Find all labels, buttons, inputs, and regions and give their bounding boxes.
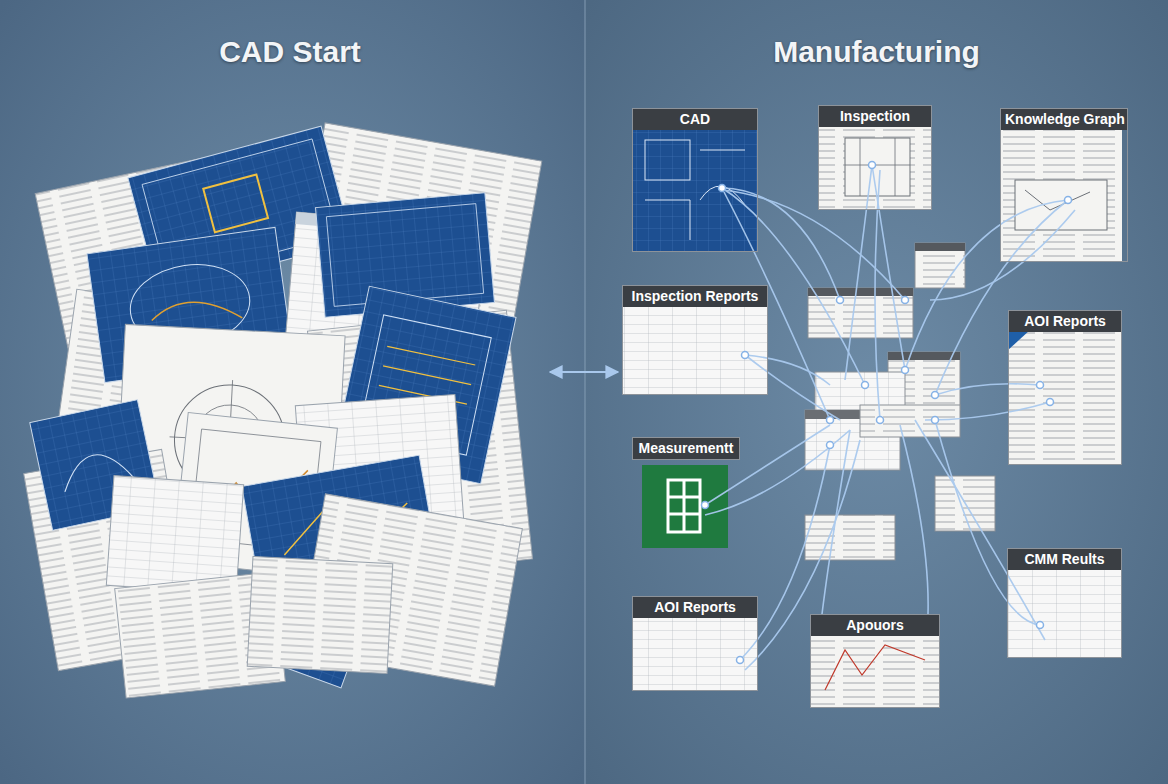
blueprint-frame bbox=[326, 204, 483, 307]
hub-line bbox=[935, 420, 1040, 625]
hub-dot bbox=[1047, 399, 1054, 406]
label-holder: Manufacturing bbox=[585, 34, 1168, 70]
hub-line bbox=[845, 165, 872, 380]
hub-dot bbox=[719, 185, 726, 192]
small-document bbox=[805, 515, 895, 560]
document-card: AOI Reports bbox=[1008, 310, 1122, 465]
aoi-corner-mark bbox=[1008, 330, 1030, 350]
knowledge-card-body bbox=[1000, 108, 1122, 262]
cad-card-body bbox=[632, 108, 758, 252]
hub-dot bbox=[869, 162, 876, 169]
apouors-card-body bbox=[810, 614, 940, 708]
card-title: CMM Reults bbox=[1008, 549, 1121, 570]
blueprint-drawing bbox=[203, 175, 268, 233]
small-document-header bbox=[888, 352, 960, 360]
small-document bbox=[860, 405, 960, 437]
aoi-card-body bbox=[1008, 310, 1122, 465]
aoi-card-body bbox=[632, 596, 758, 691]
hub-dot bbox=[827, 442, 834, 449]
document-pile: CAD Start bbox=[34, 120, 546, 700]
paper-sheet bbox=[106, 476, 243, 595]
hub-line bbox=[745, 355, 830, 385]
inspection-reports-body bbox=[622, 285, 768, 395]
document-card: Measurementt bbox=[632, 437, 740, 460]
small-document bbox=[808, 288, 913, 338]
spreadsheet-icon bbox=[642, 465, 728, 548]
hub-dot bbox=[902, 367, 909, 374]
hub-dot bbox=[932, 417, 939, 424]
document-card: Apouors bbox=[810, 614, 940, 708]
hub-lines bbox=[705, 165, 1075, 670]
inspection-drawing bbox=[845, 138, 910, 196]
card-title: AOI Reports bbox=[633, 597, 757, 618]
card-title: CAD bbox=[633, 109, 757, 130]
card-title: AOI Reports bbox=[1009, 311, 1121, 332]
hub-dot bbox=[737, 657, 744, 664]
hub-dot bbox=[702, 502, 709, 509]
chart-drawing bbox=[825, 645, 925, 690]
left-panel bbox=[0, 0, 585, 784]
hub-dot bbox=[862, 382, 869, 389]
paper-sheet bbox=[247, 556, 393, 673]
connector-arrow bbox=[550, 371, 618, 373]
hub-dot bbox=[1037, 382, 1044, 389]
hub-dot bbox=[837, 297, 844, 304]
section-heading: CAD Start bbox=[34, 34, 546, 70]
hub-line bbox=[872, 165, 905, 370]
right-panel bbox=[585, 0, 1168, 784]
hub-line bbox=[900, 425, 928, 614]
hub-dot bbox=[1037, 622, 1044, 629]
document-card: AOI Reports bbox=[632, 596, 758, 691]
document-pile bbox=[24, 123, 542, 698]
inspection-drawing bbox=[845, 138, 910, 196]
table-sheet bbox=[106, 476, 243, 595]
document-card: Inspection Reports bbox=[622, 285, 768, 395]
card-title: Measurementt bbox=[633, 438, 739, 459]
hub-dots bbox=[702, 162, 1072, 664]
paper-sheet bbox=[247, 556, 393, 673]
document-card: CAD bbox=[632, 108, 758, 252]
small-document-header bbox=[915, 243, 965, 251]
hub-line bbox=[875, 170, 880, 420]
blueprint-drawing bbox=[150, 295, 242, 330]
document-card: CMM Reults bbox=[1007, 548, 1122, 658]
hub-line bbox=[745, 355, 840, 420]
card-title: Knowledge Graph bbox=[1001, 109, 1127, 130]
spreadsheet-icon bbox=[668, 480, 700, 532]
cad-drawing bbox=[645, 150, 745, 240]
document-card: Knowledge Graph bbox=[1000, 108, 1128, 262]
inspection-card-body bbox=[818, 105, 932, 210]
hub-dot bbox=[902, 297, 909, 304]
hub-dot bbox=[827, 417, 834, 424]
hub-line bbox=[935, 384, 1040, 395]
blueprint-drawing bbox=[379, 346, 475, 404]
cad-drawing bbox=[645, 140, 690, 180]
card-bodies bbox=[622, 105, 1122, 708]
card-title: Apouors bbox=[811, 615, 939, 636]
hub-dot bbox=[742, 352, 749, 359]
hub-dot bbox=[877, 417, 884, 424]
hub-dot bbox=[932, 392, 939, 399]
divider-line bbox=[584, 0, 586, 784]
document-card: Inspection bbox=[818, 105, 932, 210]
hub-line bbox=[925, 402, 1050, 420]
section-heading: Manufacturing bbox=[585, 34, 1168, 70]
hub-line bbox=[915, 420, 1045, 640]
document-cluster bbox=[805, 243, 995, 560]
hub-line bbox=[930, 210, 1075, 300]
hub-line bbox=[822, 430, 850, 614]
card-title: Inspection bbox=[819, 106, 931, 127]
hub-dot bbox=[1065, 197, 1072, 204]
card-title: Inspection Reports bbox=[623, 286, 767, 307]
